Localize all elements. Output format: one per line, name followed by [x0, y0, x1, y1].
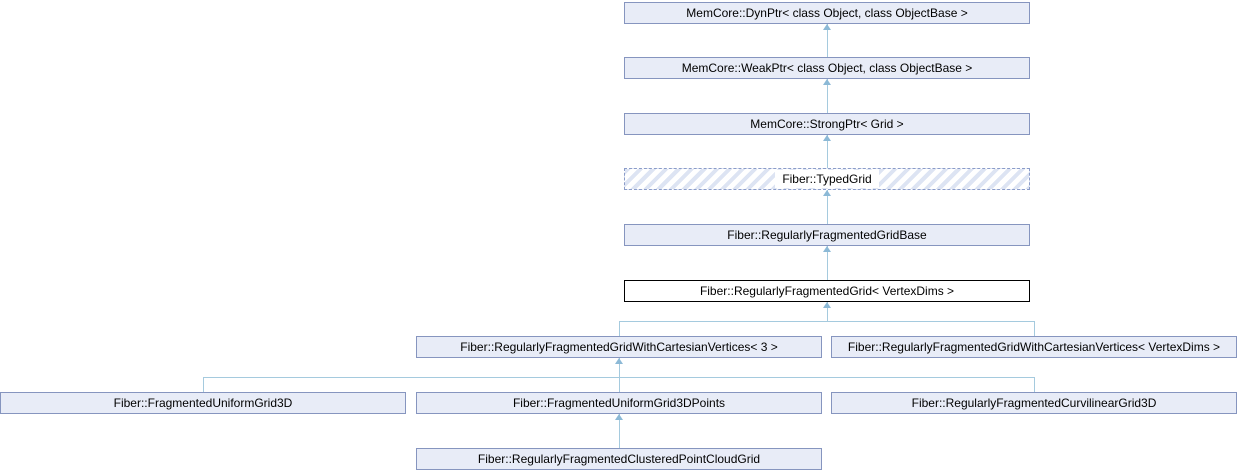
- node-label: Fiber::TypedGrid: [775, 170, 879, 188]
- edge-line-clustered-to-points: [619, 414, 620, 448]
- node-regularly-fragmented-grid-base[interactable]: Fiber::RegularlyFragmentedGridBase: [624, 224, 1030, 246]
- node-current-class-regularly-fragmented-grid: Fiber::RegularlyFragmentedGrid< VertexDi…: [624, 280, 1030, 302]
- node-regularly-fragmented-curvilinear-grid3d[interactable]: Fiber::RegularlyFragmentedCurvilinearGri…: [831, 392, 1237, 414]
- arrowhead-icon: [615, 358, 623, 364]
- node-memcore-dynptr[interactable]: MemCore::DynPtr< class Object, class Obj…: [624, 2, 1030, 24]
- arrowhead-icon: [823, 79, 831, 85]
- arrowhead-icon: [615, 414, 623, 420]
- node-fiber-typedgrid: Fiber::TypedGrid: [624, 168, 1030, 190]
- node-memcore-weakptr[interactable]: MemCore::WeakPtr< class Object, class Ob…: [624, 57, 1030, 79]
- edge-stub-uniformgrid3d: [203, 377, 204, 392]
- node-regularly-fragmented-clustered-pointcloud-grid[interactable]: Fiber::RegularlyFragmentedClusteredPoint…: [416, 448, 822, 470]
- arrowhead-icon: [823, 190, 831, 196]
- node-fragmented-uniform-grid3d[interactable]: Fiber::FragmentedUniformGrid3D: [0, 392, 406, 414]
- edge-stub-cartesian3: [619, 321, 620, 336]
- edge-stub-curvilineargrid3d: [1034, 377, 1035, 392]
- edge-stub-uniformgrid3dpoints: [619, 377, 620, 392]
- edge-bus-current-children: [619, 321, 1034, 322]
- node-cartesian-vertices-3[interactable]: Fiber::RegularlyFragmentedGridWithCartes…: [416, 336, 822, 358]
- edge-line-gridbase-typedgrid: [827, 190, 828, 224]
- node-cartesian-vertices-vertexdims[interactable]: Fiber::RegularlyFragmentedGridWithCartes…: [831, 336, 1237, 358]
- node-fragmented-uniform-grid3d-points[interactable]: Fiber::FragmentedUniformGrid3DPoints: [416, 392, 822, 414]
- arrowhead-icon: [823, 24, 831, 30]
- arrowhead-icon: [823, 302, 831, 308]
- edge-line-weakptr-dynptr: [827, 24, 828, 57]
- arrowhead-icon: [823, 246, 831, 252]
- edge-line-children-to-cartesian3: [619, 358, 620, 377]
- edge-line-strongptr-weakptr: [827, 79, 828, 113]
- arrowhead-icon: [823, 135, 831, 141]
- node-memcore-strongptr[interactable]: MemCore::StrongPtr< Grid >: [624, 113, 1030, 135]
- edge-bus-cartesian3-children: [203, 377, 1034, 378]
- edge-line-children-to-current: [827, 302, 828, 321]
- edge-stub-cartesian-vertexdims: [1034, 321, 1035, 336]
- edge-line-typedgrid-strongptr: [827, 135, 828, 168]
- edge-line-current-gridbase: [827, 246, 828, 280]
